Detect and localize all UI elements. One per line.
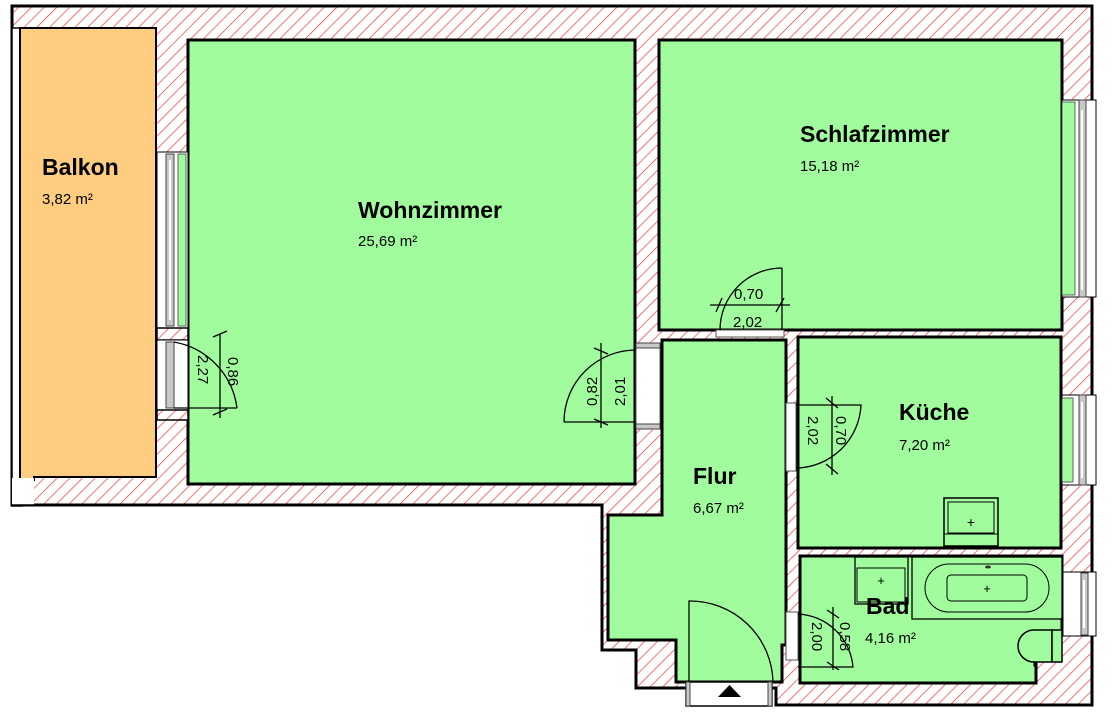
- label-wohnzimmer: Wohnzimmer 25,69 m²: [358, 197, 502, 250]
- window-wohnzimmer-balkon: [156, 151, 189, 341]
- room-flur: [606, 338, 788, 684]
- room-area-flur: 6,67 m²: [693, 500, 744, 517]
- label-balkon: Balkon 3,82 m²: [42, 154, 119, 208]
- opening-schlafzimmer-flur: [715, 329, 785, 338]
- door-balkon-width: 0,86: [224, 357, 241, 386]
- room-name-schlafzimmer: Schlafzimmer: [800, 121, 950, 147]
- door-schlafzimmer: 0,70 2,02: [710, 267, 790, 331]
- door-kueche-width: 0,70: [832, 416, 849, 445]
- opening-wohnzimmer-flur: [635, 346, 661, 426]
- room-name-flur: Flur: [693, 463, 736, 489]
- room-name-bad: Bad: [866, 593, 909, 619]
- label-flur: Flur 6,67 m²: [693, 463, 744, 517]
- window-schlafzimmer: [1061, 99, 1097, 298]
- label-kueche: Küche 7,20 m²: [899, 399, 969, 454]
- entrance-door[interactable]: [685, 600, 774, 707]
- door-wohnzimmer-width: 0,82: [584, 377, 601, 406]
- door-balkon-opening: [156, 339, 189, 421]
- room-name-balkon: Balkon: [42, 154, 119, 180]
- door-schlafzimmer-width: 0,70: [734, 286, 763, 303]
- washbasin-icon: +: [854, 556, 909, 605]
- door-balkon: 2,27 0,86: [173, 330, 241, 418]
- toilet-icon: [1017, 629, 1063, 663]
- window-kueche: [1061, 394, 1097, 486]
- bathtub-icon: +: [911, 556, 1063, 620]
- label-schlafzimmer: Schlafzimmer 15,18 m²: [800, 121, 950, 175]
- opening-bad-flur: [785, 611, 799, 661]
- kitchen-sink-icon: +: [943, 497, 999, 547]
- svg-text:+: +: [967, 514, 975, 530]
- room-area-bad: 4,16 m²: [865, 630, 916, 647]
- door-kueche: 2,02 0,70: [795, 396, 862, 475]
- label-bad: Bad 4,16 m²: [865, 593, 916, 647]
- door-wohnzimmer: 0,82 2,01: [563, 343, 637, 428]
- room-name-kueche: Küche: [899, 399, 969, 425]
- door-bad-width: 0,58: [836, 622, 853, 651]
- room-area-balkon: 3,82 m²: [42, 191, 93, 208]
- room-area-kueche: 7,20 m²: [899, 437, 950, 454]
- room-kueche: [796, 335, 1063, 550]
- room-name-wohnzimmer: Wohnzimmer: [358, 197, 502, 223]
- entrance-arrow-icon: [718, 685, 741, 697]
- opening-kueche-flur: [785, 402, 797, 472]
- door-schlafzimmer-height: 2,02: [733, 314, 762, 331]
- door-bad-height: 2,00: [808, 622, 825, 651]
- room-area-wohnzimmer: 25,69 m²: [358, 233, 417, 250]
- door-balkon-height: 2,27: [194, 355, 211, 384]
- room-area-schlafzimmer: 15,18 m²: [800, 158, 859, 175]
- svg-text:+: +: [983, 581, 991, 596]
- door-bad: 2,00 0,58: [797, 607, 854, 671]
- window-bad: [1062, 571, 1097, 637]
- balcony: [11, 27, 157, 507]
- room-schlafzimmer: [657, 38, 1064, 332]
- door-kueche-height: 2,02: [804, 416, 821, 445]
- svg-text:+: +: [877, 573, 885, 588]
- room-wohnzimmer: [186, 38, 637, 486]
- door-wohnzimmer-height: 2,01: [612, 377, 629, 406]
